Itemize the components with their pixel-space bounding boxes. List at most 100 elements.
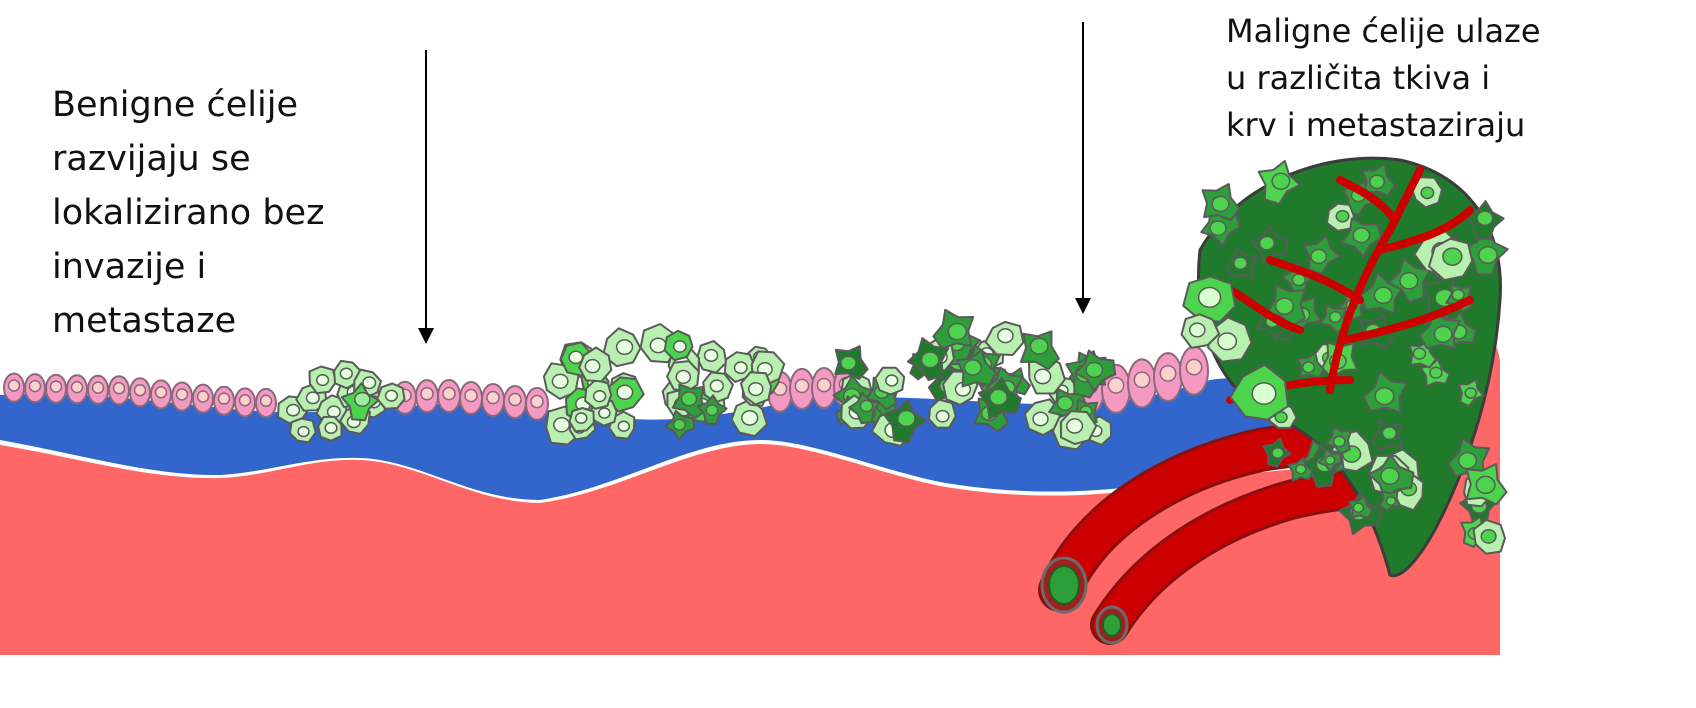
invasive-cell-nucleus (1353, 228, 1369, 243)
invasive-cell-nucleus (1330, 312, 1342, 323)
invasive-cell-nucleus (1375, 388, 1393, 405)
invasive-cell-nucleus (1370, 175, 1384, 188)
normal-cell-nucleus (487, 392, 499, 404)
circulating-tumor-cell-nucleus (1386, 497, 1395, 505)
benign-cells-caption: Benigne ćelije razvijaju se lokalizirano… (52, 78, 392, 348)
invasive-cell-nucleus (1477, 211, 1493, 225)
growing-tumor-cell-nucleus (576, 413, 587, 423)
normal-cell-nucleus (261, 395, 272, 406)
normal-cell-nucleus (114, 383, 125, 394)
invasive-cell-nucleus (1481, 530, 1496, 543)
normal-cell-nucleus (1108, 378, 1123, 393)
normal-cell-nucleus (72, 382, 83, 393)
growing-tumor-cell-nucleus (554, 418, 570, 432)
normal-cell-nucleus (443, 388, 455, 400)
invasive-cell-nucleus (1381, 468, 1399, 484)
malignant-cell-nucleus (886, 375, 898, 386)
malignant-cell-nucleus (841, 356, 856, 370)
malignant-cell-nucleus (948, 324, 966, 340)
invasive-cell-nucleus (1400, 273, 1418, 289)
invasive-cell-nucleus (1260, 237, 1275, 250)
normal-cell-nucleus (1160, 366, 1175, 381)
invasive-cell-nucleus (1452, 289, 1464, 300)
malignant-cell-nucleus (860, 400, 872, 411)
growing-tumor-cell-nucleus (674, 341, 686, 352)
stroma-tissue (0, 444, 1500, 655)
invasive-cell-nucleus (1465, 388, 1476, 398)
malignant-cell-nucleus (1035, 369, 1051, 383)
growing-tumor-cell-nucleus (617, 385, 632, 399)
invasive-cell-nucleus (1234, 257, 1247, 269)
normal-cell-nucleus (531, 395, 543, 407)
normal-cell-nucleus (93, 382, 104, 393)
growing-tumor-cell-nucleus (594, 391, 606, 402)
malignant-cell-nucleus (990, 389, 1007, 405)
growing-tumor-cell-nucleus (585, 360, 599, 373)
invasive-cell-nucleus (1476, 476, 1495, 493)
invading-front-cell-nucleus (1199, 287, 1221, 307)
growing-tumor-cell-nucleus (735, 362, 748, 373)
normal-cell-nucleus (219, 393, 230, 404)
benign-tumor-cell-nucleus (287, 404, 300, 415)
down-arrow-icon-head (1075, 298, 1091, 314)
growing-tumor-cell-nucleus (705, 350, 718, 362)
malignant-cell-nucleus (1067, 419, 1083, 433)
malignant-cell-nucleus (1086, 363, 1102, 378)
malignant-cell-nucleus (921, 352, 938, 368)
vessel-lumen-2 (1103, 614, 1121, 636)
invasive-cell-nucleus (1210, 221, 1226, 235)
invasive-cell-nucleus (1374, 287, 1392, 303)
invasive-cell-nucleus (1459, 453, 1477, 469)
normal-cell-nucleus (240, 395, 251, 406)
normal-cell-nucleus (51, 381, 62, 392)
growing-tumor-cell-nucleus (676, 371, 690, 384)
malignant-cell-nucleus (1057, 396, 1072, 410)
normal-cell-nucleus (1186, 359, 1201, 374)
benign-tumor-cell-nucleus (355, 393, 370, 407)
dysplastic-cell-nucleus (674, 419, 686, 430)
down-arrow-icon-head (418, 328, 434, 344)
benign-tumor-cell-nucleus (340, 368, 352, 379)
normal-cell-nucleus (421, 388, 433, 400)
invading-front-cell-nucleus (1252, 383, 1276, 404)
invading-front-cell-nucleus (1218, 333, 1236, 350)
benign-tumor-cell-nucleus (386, 390, 398, 401)
benign-tumor-cell-nucleus (317, 375, 329, 386)
invasive-cell-nucleus (1336, 211, 1348, 222)
growing-tumor-cell-nucleus (617, 340, 633, 354)
malignant-cell-nucleus (965, 360, 982, 375)
invasive-cell-nucleus (1430, 367, 1442, 378)
malignant-cells-caption: Maligne ćelije ulaze u različita tkiva i… (1226, 8, 1566, 149)
invasive-cell-nucleus (1413, 348, 1425, 359)
normal-cell-nucleus (177, 389, 188, 400)
growing-tumor-cell-nucleus (742, 411, 758, 425)
invasive-cell-nucleus (1479, 247, 1497, 264)
benign-tumor-cell-nucleus (363, 377, 376, 388)
invasive-cell-nucleus (1421, 187, 1433, 198)
malignant-cell-nucleus (898, 411, 915, 427)
growing-tumor-cell-nucleus (599, 408, 610, 418)
normal-cell-nucleus (509, 394, 521, 406)
malignant-cell-nucleus (1030, 338, 1048, 354)
malignant-cell-nucleus (1033, 412, 1048, 425)
normal-cell-nucleus (30, 381, 41, 392)
invasive-cell-nucleus (1434, 326, 1451, 342)
circulating-tumor-cell-nucleus (1296, 465, 1306, 474)
growing-tumor-cell-nucleus (749, 383, 763, 396)
invasive-cell-nucleus (1311, 249, 1326, 263)
normal-cell-nucleus (795, 379, 808, 392)
vessel-lumen-1 (1049, 566, 1079, 604)
invasive-cell-nucleus (1212, 196, 1229, 211)
growing-tumor-cell-nucleus (552, 374, 567, 388)
normal-cell-nucleus (9, 380, 20, 391)
benign-tumor-cell-nucleus (325, 423, 337, 434)
malignant-cell-nucleus (936, 411, 949, 422)
normal-cell-nucleus (817, 378, 830, 391)
dysplastic-cell-nucleus (706, 405, 718, 416)
invasive-cell-nucleus (1334, 436, 1345, 446)
invasive-cell-nucleus (1272, 173, 1290, 189)
down-arrow-icon (1075, 22, 1091, 314)
normal-cell-nucleus (156, 387, 167, 398)
circulating-tumor-cell-nucleus (1353, 503, 1363, 512)
normal-cell-nucleus (1134, 372, 1149, 387)
